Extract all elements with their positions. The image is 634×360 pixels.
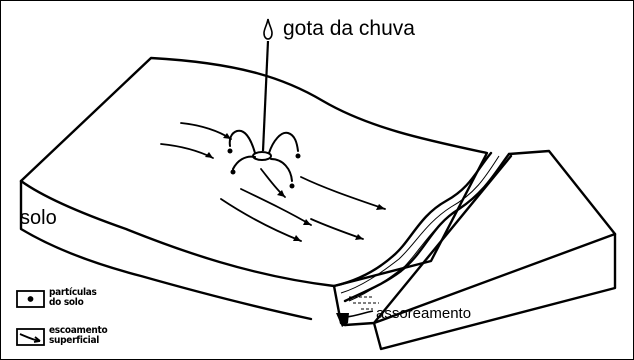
soil-particle-dots <box>228 149 301 189</box>
runoff-arrowheads <box>205 133 385 241</box>
raindrop-icon <box>264 19 272 39</box>
legend-particles-label: partículas do solo <box>49 288 129 308</box>
raindrop-label: gota da chuva <box>283 17 415 41</box>
silt-pointer <box>346 311 373 317</box>
runoff-arrows <box>161 123 385 241</box>
legend-runoff-line-2: superficial <box>49 336 129 346</box>
soil-label: solo <box>20 207 57 230</box>
legend-runoff-symbol <box>17 329 44 345</box>
legend-particles-symbol <box>17 291 44 307</box>
legend-particles-line-2: do solo <box>49 298 129 308</box>
rain-fall-line <box>263 41 268 151</box>
legend-runoff-label: escoamento superficial <box>49 326 129 346</box>
right-terrain-side <box>374 234 615 349</box>
siltation-label: assoreamento <box>376 305 471 322</box>
